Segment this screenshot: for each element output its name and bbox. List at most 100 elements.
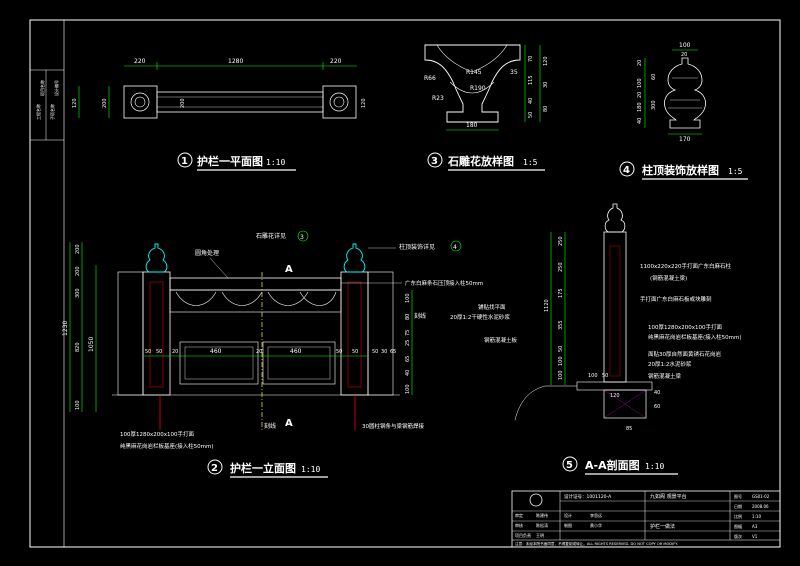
view-title: 护栏一立面图 <box>230 461 296 475</box>
tb-cell: 陈建伟 <box>536 512 548 518</box>
elev-coping <box>169 277 342 291</box>
dim-label: 50 <box>336 349 342 355</box>
dim-label: 355 <box>558 320 564 330</box>
note-label: 石雕花详见 <box>256 232 286 240</box>
dim-label: 80 <box>405 314 411 320</box>
sect-beam <box>603 389 647 419</box>
dim-label: 200 <box>75 244 81 254</box>
note-label: 面贴30厚自然面黄锈石花岗岩 <box>648 350 721 358</box>
view-scale: 1:10 <box>645 462 664 471</box>
dim-label: 30 <box>543 82 549 88</box>
dim-label: 100 <box>558 356 564 366</box>
plan-post-right <box>322 85 357 119</box>
dim-label: 1280 <box>228 58 243 65</box>
dim-label: R66 <box>424 75 436 82</box>
note-label: 20厚1:2水泥砂浆 <box>648 360 692 368</box>
sect-finial <box>604 203 626 233</box>
dim-label: 170 <box>679 136 691 143</box>
dim-label: 40 <box>405 370 411 376</box>
dim-label: 200 <box>180 98 186 108</box>
sidebar-label: 子项名称 <box>49 104 55 120</box>
view-number: 1 <box>181 156 188 167</box>
dim-label: 20 <box>637 60 643 66</box>
dim-label: 1050 <box>88 337 95 352</box>
note-label: 柱顶装饰详见 <box>399 243 435 251</box>
tb-cell: 制图 <box>564 522 572 528</box>
dim-label: 460 <box>210 348 222 355</box>
view-scale: 1:10 <box>266 158 285 167</box>
title-block: 设计证号：1001120-A 九如阁 观景平台 护栏一做法 审定 陈建伟 审核 … <box>511 490 781 548</box>
dim-label: 180 <box>637 102 643 112</box>
elev-finial-right <box>343 243 366 273</box>
dim-label: 50 <box>156 349 162 355</box>
dim-label: R23 <box>432 95 444 102</box>
dim-label: 85 <box>626 426 632 432</box>
dim-label: R190 <box>470 85 486 92</box>
dim-label: 80 <box>543 106 549 112</box>
dim-label: 20 <box>256 349 262 355</box>
view-number: 4 <box>623 165 630 176</box>
dim-label: 20 <box>637 92 643 98</box>
dim-label: 65 <box>405 356 411 362</box>
elev-panel <box>179 341 259 385</box>
tb-cell: 1:10 <box>752 514 761 519</box>
view-title: 柱顶装饰放样图 <box>642 163 719 177</box>
note-label: 广东白麻条石压顶接入柱50mm <box>405 279 483 287</box>
tb-cell: 项目负责 <box>515 532 531 538</box>
dim-label: 100 <box>588 373 598 379</box>
tb-cell: 审核 <box>515 522 523 528</box>
section-marker: A <box>285 418 293 429</box>
sect-post <box>603 231 627 383</box>
carving-outline <box>424 44 521 123</box>
logo-icon <box>529 493 543 507</box>
dim-label: 1230 <box>62 321 69 336</box>
section-marker: A <box>285 264 293 275</box>
dim-label: 100 <box>679 42 691 49</box>
dim-label: 460 <box>290 348 302 355</box>
dim-label: 115 <box>528 75 534 85</box>
dim-label: 1120 <box>544 299 550 312</box>
dim-label: 220 <box>134 58 146 65</box>
elev-post-left <box>142 271 171 396</box>
dim-label: 120 <box>361 98 367 108</box>
dim-label: 120 <box>72 98 78 108</box>
carving-view: 180 R145 R66 R190 R23 35 70 115 40 50 12… <box>424 44 549 171</box>
dim-label: 200 <box>102 98 108 108</box>
dim-label: 300 <box>75 288 81 298</box>
dim-label: 40 <box>637 118 643 124</box>
dim-label: 50 <box>558 346 564 352</box>
dim-label: 100 <box>405 293 411 303</box>
dim-label: 120 <box>543 56 549 66</box>
view-scale: 1:5 <box>728 167 743 176</box>
note-label: 纯黑麻花岗岩栏板基座(接入柱50mm) <box>120 442 214 450</box>
tb-cell: 日期 <box>734 503 742 509</box>
plan-post-left <box>123 85 158 119</box>
dim-label: R145 <box>466 69 482 76</box>
outer-frame <box>29 19 781 548</box>
view-title: 石雕花放样图 <box>447 154 514 168</box>
dim-label: 100 <box>405 384 411 394</box>
tb-cell: 李思远 <box>590 512 602 518</box>
dim-label: 300 <box>651 100 657 110</box>
note-label: 圆角处理 <box>195 249 219 257</box>
sidebar-label: 项目名称 <box>39 80 45 96</box>
note-label: 手打面广东白麻石板或块雕刻 <box>640 295 712 303</box>
sidebar-label: 工程名称 <box>35 104 41 120</box>
tb-cell: 版次 <box>734 533 742 539</box>
dim-label: 100 <box>558 370 564 380</box>
dim-label: 50 <box>372 349 378 355</box>
tb-cell: GS01-02 <box>752 494 770 499</box>
tb-cell: 图幅 <box>734 523 742 529</box>
note-label: 30圆柱钢条与梁钢筋焊接 <box>362 422 424 430</box>
section-view: 250 250 175 1120 355 50 100 100 100 50 1… <box>450 203 742 475</box>
tb-footer: 注意：未经本院书面同意，不得复制或转让。ALL RIGHTS RESERVED.… <box>515 541 678 546</box>
note-label: 钢筋混凝土梁 <box>648 372 682 380</box>
dim-label: 180 <box>466 122 478 129</box>
note-label: 20厚1:2干硬性水泥砂浆 <box>450 313 510 321</box>
dim-label: 40 <box>528 98 534 104</box>
dim-label: 175 <box>558 288 564 298</box>
dim-label: 100 <box>75 400 81 410</box>
note-label: 100厚1280x200x100手打面 <box>120 430 195 438</box>
sidebar-label: 设计编号 <box>53 80 59 96</box>
